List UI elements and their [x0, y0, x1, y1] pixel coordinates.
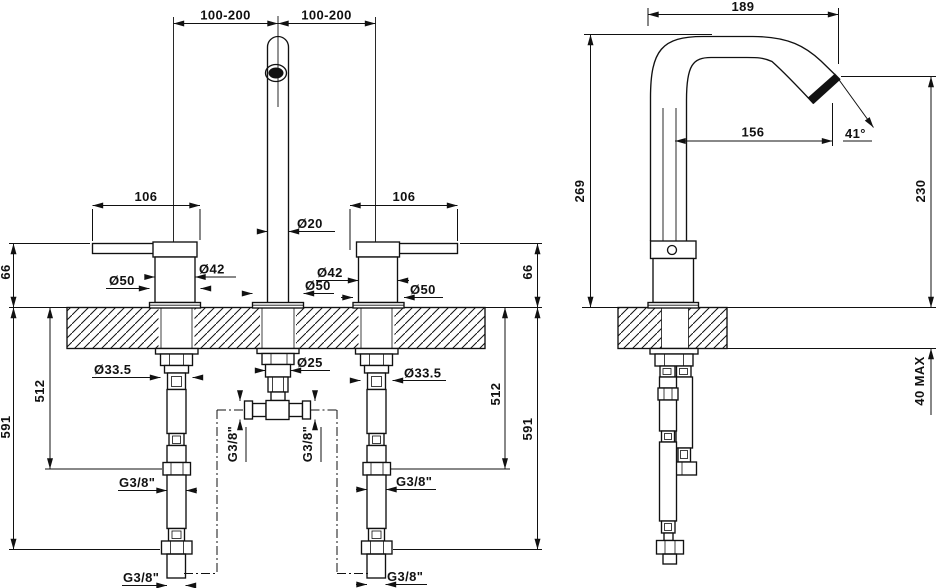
spout-front: [251, 16, 305, 309]
front-view: 100-200 100-200 106 106 Ø20 Ø42 Ø50 Ø42 …: [0, 8, 542, 588]
connection-dashdot: [184, 409, 371, 574]
spout-body-dot: [666, 244, 678, 256]
dim-spout-height: 269: [572, 180, 587, 203]
dim-hose-mid-thread-right: G3/8": [396, 474, 432, 489]
dim-deck-max-thickness: 40 MAX: [912, 356, 927, 405]
handle-right: [352, 17, 459, 309]
dim-spout-tube-diameter: Ø20: [297, 216, 323, 231]
dim-tee-thread-left: G3/8": [225, 426, 240, 462]
dim-spout-offset-right: 100-200: [301, 8, 352, 23]
dim-hose-mid-thread-left: G3/8": [119, 475, 155, 490]
dim-deck-height-left: 66: [0, 264, 13, 279]
dim-spout-offset-left: 100-200: [200, 8, 251, 23]
dim-hose-total-right: 591: [520, 418, 535, 441]
dim-outlet-angle: 41°: [845, 126, 866, 141]
handle-right-lever: [397, 242, 459, 255]
spout-outlet-face: [807, 73, 841, 105]
dim-shank-right-diameter: Ø33.5: [404, 366, 441, 381]
dim-tailpiece-diameter: Ø25: [297, 355, 323, 370]
dim-handle-right-diameter: Ø42: [317, 265, 343, 280]
spout-side-undercounter: [649, 347, 699, 565]
spout-tailpiece-tee: [184, 347, 371, 574]
dim-handle-right-base-diameter: Ø50: [410, 282, 436, 297]
handle-left-lever: [91, 242, 155, 255]
side-dimensions: [584, 8, 936, 415]
hose-side-front: [655, 365, 685, 565]
dim-shank-left-diameter: Ø33.5: [94, 362, 131, 377]
dim-hose-total-left: 591: [0, 416, 13, 439]
handle-left: [91, 17, 202, 309]
dim-hose-end-thread-left: G3/8": [123, 570, 159, 585]
dim-deck-height-right: 66: [520, 264, 535, 279]
aerator: [268, 67, 284, 79]
dim-hose-end-thread-right: G3/8": [387, 569, 423, 584]
hose-right: [354, 347, 399, 579]
outlet-angle-leader: [836, 76, 874, 128]
dim-handle-span-right: 106: [393, 189, 416, 204]
dim-spout-reach: 189: [732, 0, 755, 14]
aerator-outline: [264, 63, 288, 83]
dim-hose-mid-right: 512: [488, 383, 503, 406]
countertop-side: [582, 306, 936, 350]
side-view: 189 156 41° 269 230 40 MAX: [572, 0, 936, 565]
dim-handle-span-left: 106: [135, 189, 158, 204]
countertop-front: [9, 306, 542, 350]
dim-outlet-reach: 156: [742, 125, 765, 140]
dim-handle-left-diameter: Ø42: [199, 262, 225, 277]
dim-hose-mid-left: 512: [32, 380, 47, 403]
dim-outlet-height: 230: [913, 180, 928, 203]
dim-spout-base-diameter: Ø50: [305, 278, 331, 293]
spout-side: [647, 35, 841, 309]
hose-side-rear: [675, 365, 698, 476]
dim-handle-left-base-diameter: Ø50: [109, 273, 135, 288]
hose-left: [154, 347, 199, 579]
dim-tee-thread-right: G3/8": [300, 426, 315, 462]
front-dimensions: [9, 20, 542, 588]
